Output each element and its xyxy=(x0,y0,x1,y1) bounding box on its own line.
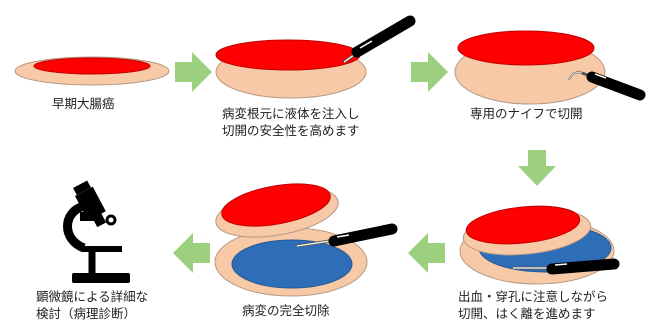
step-3-label: 専用のナイフで切開 xyxy=(470,106,583,121)
knife-icon xyxy=(568,71,646,101)
knife-icon xyxy=(513,258,620,275)
step-5-label: 病変の完全切除 xyxy=(242,303,330,318)
flow-arrow-5 xyxy=(173,233,210,273)
flow-arrow-1 xyxy=(175,52,212,92)
flow-arrow-4 xyxy=(408,233,445,273)
microscope-arm xyxy=(63,201,86,253)
step-3-illustration xyxy=(454,30,646,105)
lesion-flat xyxy=(33,57,151,75)
microscope-icon xyxy=(63,180,130,283)
injection-needle-icon xyxy=(343,15,416,64)
flow-arrow-2 xyxy=(411,52,448,92)
knife-icon xyxy=(296,223,398,248)
step-5-illustration xyxy=(214,183,398,297)
step-6-label: 顕微鏡による詳細な 検討（病理診断） xyxy=(36,289,149,321)
submucosa-exposed xyxy=(231,239,353,289)
step-2-illustration xyxy=(215,15,416,99)
lesion-raised xyxy=(457,30,595,66)
lesion-flap xyxy=(221,183,331,227)
microscope-tube xyxy=(73,180,107,228)
microscope-stage xyxy=(82,246,122,252)
step-2-label: 病変根元に液体を注入し 切開の安全性を高めます xyxy=(222,106,360,138)
step-1-label: 早期大腸癌 xyxy=(52,96,115,111)
microscope-base xyxy=(72,273,130,283)
step-4-label: 出血・穿孔に注意しながら 切開、はく離を進めます xyxy=(458,289,609,321)
lesion-raised xyxy=(215,39,361,71)
step-1-illustration xyxy=(14,56,170,86)
step-4-illustration xyxy=(459,205,620,285)
lesion-flap xyxy=(465,205,581,245)
flow-arrow-3 xyxy=(518,150,556,186)
